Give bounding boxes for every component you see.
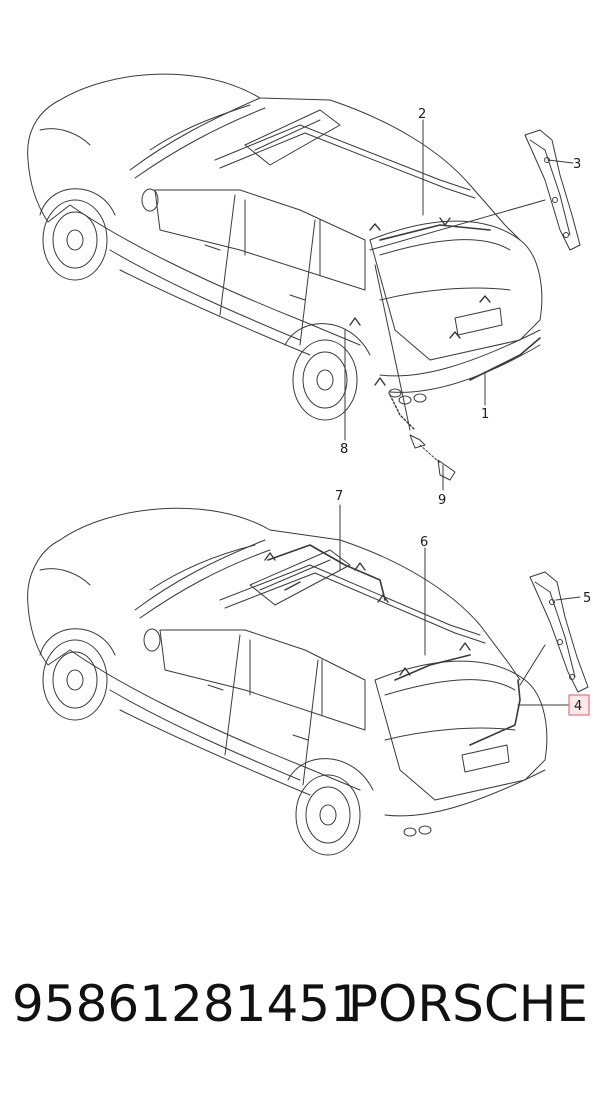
leaders-top [344, 119, 574, 491]
callout-4: 4 [574, 699, 582, 714]
callout-3: 3 [573, 157, 581, 172]
footer: 95861281451 PORSCHE [0, 975, 600, 1055]
callout-9: 9 [438, 493, 446, 508]
part-3-bracket [524, 129, 581, 251]
suv-illustration-top [27, 73, 543, 431]
callout-6: 6 [420, 535, 428, 550]
suv-illustration-bottom [27, 507, 548, 856]
callout-2: 2 [418, 107, 426, 122]
callout-5: 5 [583, 591, 591, 606]
callout-7: 7 [335, 489, 343, 504]
brand-name: PORSCHE [347, 975, 588, 1033]
part-9-cable [409, 434, 456, 481]
part-number: 95861281451 [12, 975, 362, 1033]
part-5-bracket [529, 571, 589, 693]
callout-4-highlight [568, 694, 590, 716]
callout-1: 1 [481, 407, 489, 422]
callout-8: 8 [340, 442, 348, 457]
parts-diagram: 1 2 3 4 5 6 7 8 9 [27, 73, 591, 856]
leaders-bottom [339, 504, 581, 706]
